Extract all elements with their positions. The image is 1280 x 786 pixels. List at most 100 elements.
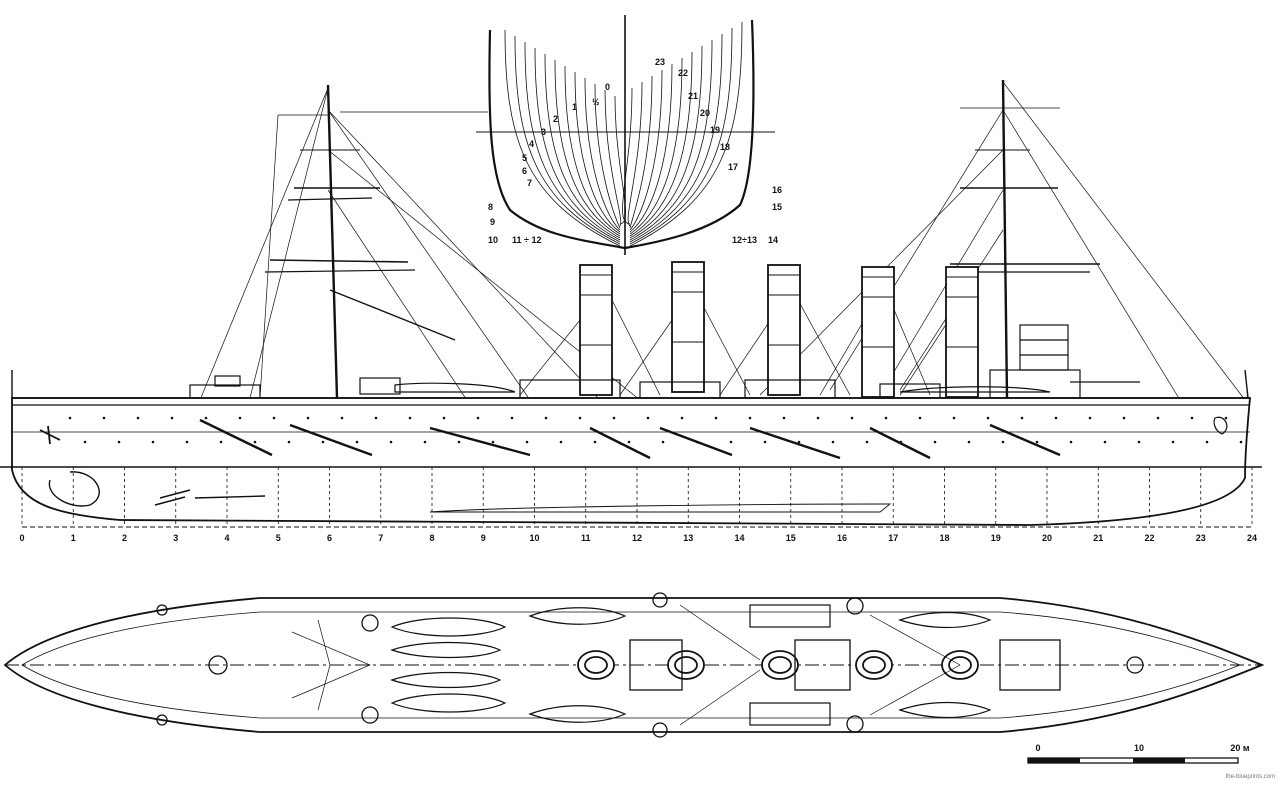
section-line	[629, 69, 663, 231]
scuttle	[884, 416, 888, 420]
section-label-right: 19	[710, 125, 720, 135]
scuttle	[782, 416, 786, 420]
section-label-right: 21	[688, 91, 698, 101]
frame-label: 15	[786, 533, 796, 543]
section-label-left: 6	[522, 166, 527, 176]
section-label-left: ½	[592, 97, 600, 107]
section-label-right: 14	[768, 235, 778, 245]
scuttle	[816, 416, 820, 420]
section-line	[629, 51, 693, 237]
section-line	[554, 59, 621, 237]
scuttle	[850, 416, 854, 420]
scuttle	[525, 440, 529, 444]
scuttle	[1224, 416, 1228, 420]
section-label-right: 12÷13	[732, 235, 757, 245]
scuttle	[1137, 440, 1141, 444]
section-line	[629, 21, 743, 247]
watermark: the-blueprints.com	[1226, 774, 1275, 780]
frame-label: 9	[481, 533, 486, 543]
scuttle	[102, 416, 106, 420]
scuttle	[253, 440, 257, 444]
scuttle	[374, 416, 378, 420]
section-line	[629, 45, 703, 239]
section-label-left: 3	[541, 127, 546, 137]
scuttle	[170, 416, 174, 420]
frame-label: 20	[1042, 533, 1052, 543]
scuttle	[714, 416, 718, 420]
foremast	[264, 84, 456, 399]
section-label-left: 1	[572, 102, 577, 112]
scuttle	[1069, 440, 1073, 444]
frame-label: 11	[581, 533, 591, 543]
scuttle	[340, 416, 344, 420]
scuttle	[151, 440, 155, 444]
scale-label-20: 20 м	[1230, 743, 1250, 753]
scuttle	[661, 440, 665, 444]
scuttle	[1171, 440, 1175, 444]
frame-label: 6	[327, 533, 332, 543]
scuttle	[1239, 440, 1243, 444]
section-label-right: 22	[678, 68, 688, 78]
scuttle	[748, 416, 752, 420]
scuttle	[306, 416, 310, 420]
section-line	[524, 41, 621, 243]
funnel-top	[667, 650, 705, 680]
scuttle	[918, 416, 922, 420]
section-label-left: 10	[488, 235, 498, 245]
section-line	[544, 53, 621, 239]
scuttle	[1035, 440, 1039, 444]
funnel	[579, 264, 613, 396]
hull	[0, 369, 1262, 526]
section-label-right: 16	[772, 185, 782, 195]
scuttle	[1103, 440, 1107, 444]
scuttle	[204, 416, 208, 420]
section-line	[629, 33, 723, 243]
scuttles	[68, 416, 1243, 444]
section-label-left: 5	[522, 153, 527, 163]
section-label-right: 15	[772, 202, 782, 212]
plan-funnels	[577, 650, 979, 680]
frame-label: 16	[837, 533, 847, 543]
section-label-left: 9	[490, 217, 495, 227]
section-label-right: 20	[700, 108, 710, 118]
funnel	[945, 266, 979, 398]
section-line	[627, 81, 643, 227]
section-label-right: 17	[728, 162, 738, 172]
net-boom	[589, 426, 651, 460]
scuttle	[952, 416, 956, 420]
scuttle	[695, 440, 699, 444]
scuttle	[612, 416, 616, 420]
section-line	[629, 75, 653, 229]
scuttle	[1156, 416, 1160, 420]
section-line	[604, 89, 622, 227]
section-line	[622, 87, 633, 225]
funnels	[579, 261, 979, 398]
frame-label: 7	[378, 533, 383, 543]
scuttle	[389, 440, 393, 444]
scuttle	[510, 416, 514, 420]
section-line	[629, 57, 683, 235]
frame-label: 18	[939, 533, 949, 543]
frame-label: 23	[1196, 533, 1206, 543]
net-boom	[199, 418, 273, 457]
frame-label: 10	[529, 533, 539, 543]
frame-label: 19	[991, 533, 1001, 543]
scuttle	[219, 440, 223, 444]
section-line	[629, 39, 713, 241]
funnel-top	[577, 650, 615, 680]
scuttle	[986, 416, 990, 420]
frame-label: 1	[71, 533, 76, 543]
frame-label: 13	[683, 533, 693, 543]
plan-view: 0 10 20 м the-blueprints.com	[3, 592, 1275, 780]
scuttle	[831, 440, 835, 444]
funnel	[861, 266, 895, 398]
section-line	[629, 27, 733, 245]
frame-label: 5	[276, 533, 281, 543]
scuttle	[185, 440, 189, 444]
scuttle	[442, 416, 446, 420]
plan-fittings	[156, 592, 1144, 738]
